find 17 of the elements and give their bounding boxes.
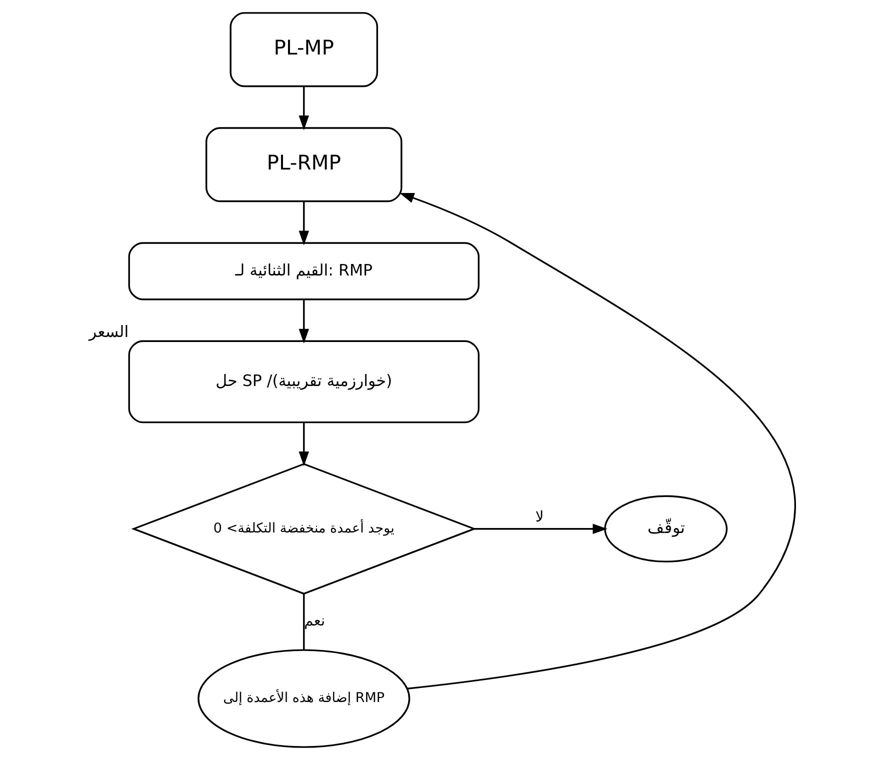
connector xyxy=(302,594,304,650)
node-diamond: يوجد أعمدة منخفضة التكلفة> 0 xyxy=(130,463,476,595)
node-box: PL-MP xyxy=(229,12,378,88)
node-label: السعر xyxy=(88,322,128,341)
edge-label: نعم xyxy=(304,612,325,630)
node-box: حل SP /(خوارزمية تقريبية) xyxy=(128,340,480,424)
edge-label: لا xyxy=(534,508,544,526)
node-ellipse: إضافة هذه الأعمدة إلى RMP xyxy=(197,649,410,748)
arrow xyxy=(474,524,607,534)
arrow xyxy=(298,86,309,130)
node-box: PL-RMP xyxy=(205,127,402,202)
node-ellipse: توقّف xyxy=(604,495,728,562)
arrow xyxy=(298,422,309,466)
arrow xyxy=(298,300,309,344)
arrow xyxy=(398,192,794,690)
node-box: القيم الثنائية لـ: RMP xyxy=(128,242,480,300)
arrow xyxy=(298,201,309,246)
